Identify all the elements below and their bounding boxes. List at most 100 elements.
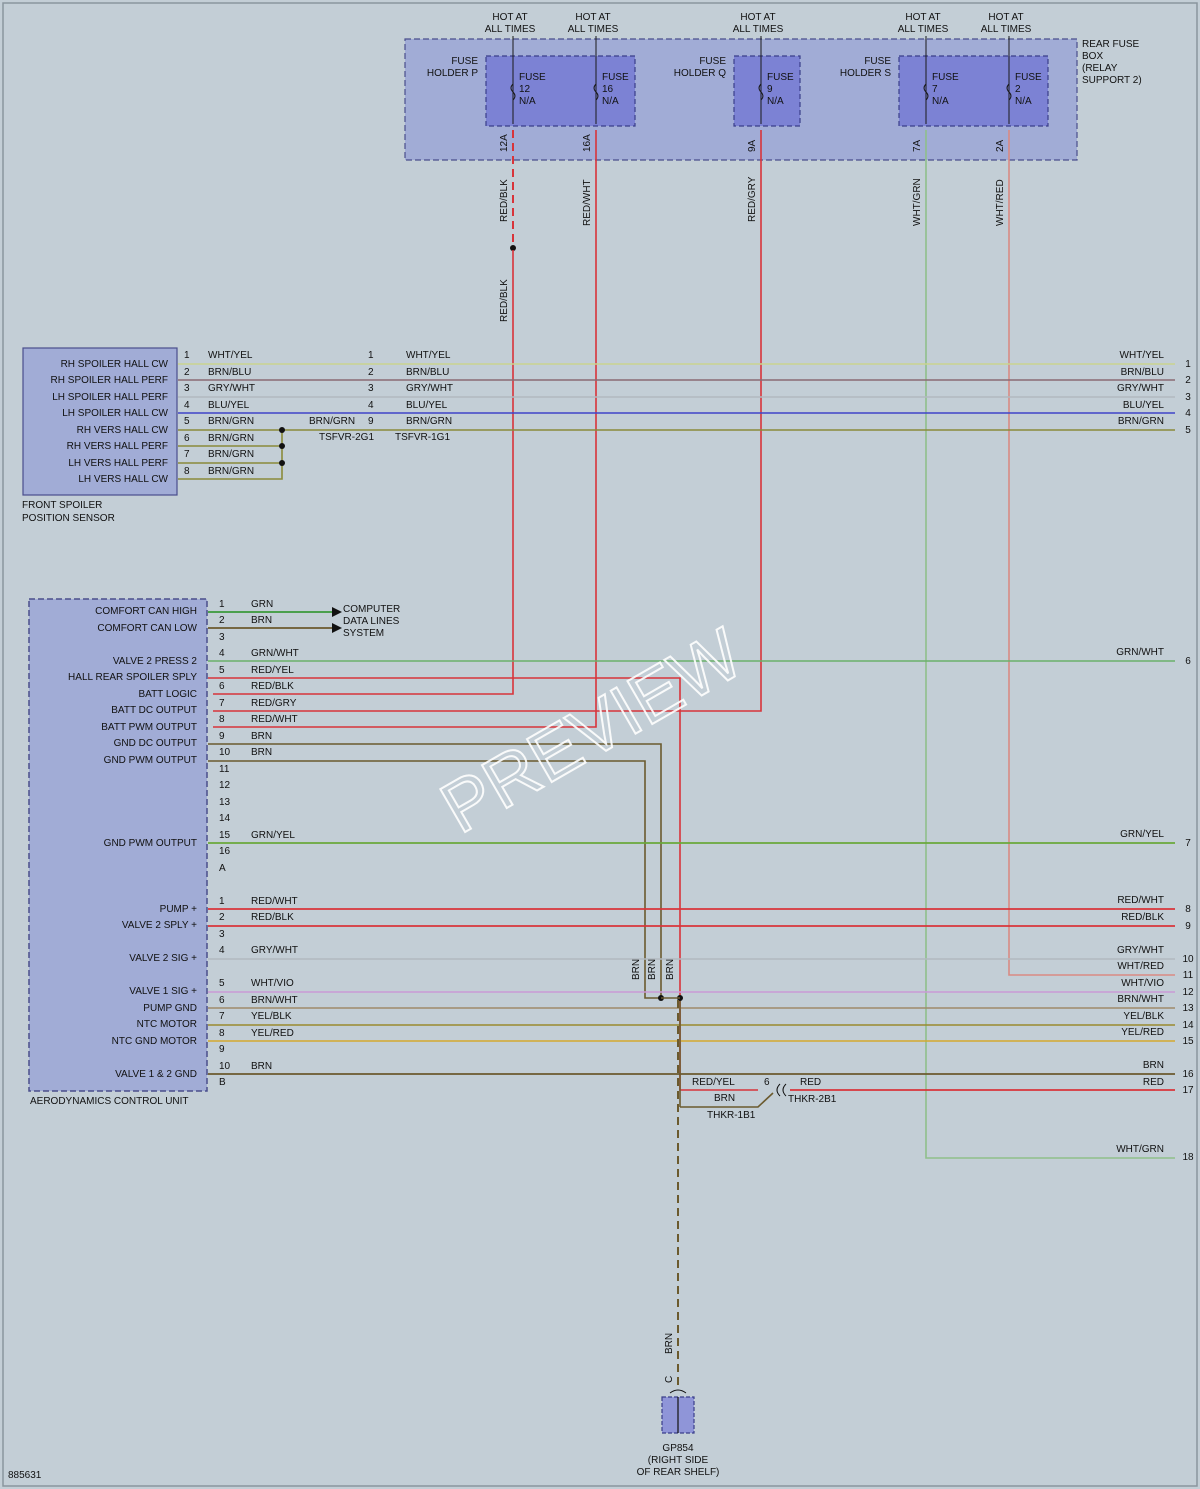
fuse-9-num: 9 xyxy=(767,84,773,95)
ecu-label-b8: NTC GND MOTOR xyxy=(112,1036,197,1047)
ecu-label-b10: VALVE 1 & 2 GND xyxy=(115,1069,197,1080)
thkr-1b1: THKR-1B1 xyxy=(707,1110,756,1121)
hot-label-2a: HOT AT xyxy=(575,12,610,23)
right-num-6: 6 xyxy=(1185,656,1191,667)
ecu-pin-a5: 5 xyxy=(219,665,225,676)
ecu-pin-a11: 11 xyxy=(219,764,230,775)
pin-7a: 7A xyxy=(912,139,923,152)
wire-wht-red-feed xyxy=(1008,130,1175,976)
wire-label-red-blk-lower: RED/BLK xyxy=(499,279,510,322)
sensor-name-2: POSITION SENSOR xyxy=(22,513,115,524)
pin-2a: 2A xyxy=(995,139,1006,152)
fuse-12-num: 12 xyxy=(519,84,531,95)
ecu-pin-a13: 13 xyxy=(219,797,231,808)
ecu-label-a6: BATT LOGIC xyxy=(138,689,197,700)
tsfvr-wire-5: BRN/GRN xyxy=(406,416,452,427)
holder-p-label-1: FUSE xyxy=(451,56,478,67)
right-wire-17: RED xyxy=(1143,1077,1164,1088)
ecu-wire-a4: GRN/WHT xyxy=(251,648,299,659)
fuse-12-rating: N/A xyxy=(519,96,536,107)
right-num-17: 17 xyxy=(1182,1085,1194,1096)
fuse-holder-s xyxy=(898,55,1049,127)
ecu-label-a1: COMFORT CAN HIGH xyxy=(95,606,197,617)
ecu-wires: COMPUTER DATA LINES SYSTEM RED/YEL 6 RED… xyxy=(208,604,1175,1121)
wire-red-gry-feed xyxy=(213,130,762,712)
ground-gp854: BRN BRN BRN BRN C GP854 (RIGHT SIDE OF R… xyxy=(631,959,719,1478)
ecu-label-a15: GND PWM OUTPUT xyxy=(104,838,197,849)
ecu-wire-a10: BRN xyxy=(251,747,272,758)
tsfvr-wire-2: BRN/BLU xyxy=(406,367,449,378)
right-num-14: 14 xyxy=(1182,1020,1194,1031)
holder-s-label-1: FUSE xyxy=(864,56,891,67)
ecu-name: AERODYNAMICS CONTROL UNIT xyxy=(30,1096,189,1107)
ecu-pin-b8: 8 xyxy=(219,1028,225,1039)
ground-wire-3: BRN xyxy=(665,959,676,980)
fuse-2-num: 2 xyxy=(1015,84,1021,95)
ecu-pin-b4: 4 xyxy=(219,945,225,956)
ecu-box xyxy=(28,598,208,1092)
fuse-12: FUSE 12 N/A xyxy=(510,36,546,124)
sensor-pin-2: 2 xyxy=(184,367,190,378)
connector-icon xyxy=(776,1083,787,1097)
ground-location-1: (RIGHT SIDE xyxy=(648,1455,709,1466)
hot-label-4b: ALL TIMES xyxy=(898,24,949,35)
ecu-wire-a9: BRN xyxy=(251,731,272,742)
fuse-box-label-1: REAR FUSE xyxy=(1082,39,1140,50)
ecu-conn-b: B xyxy=(219,1077,226,1088)
wire-brn-thkr xyxy=(680,1092,774,1108)
hot-label-3a: HOT AT xyxy=(740,12,775,23)
wire-label-wht-grn: WHT/GRN xyxy=(912,178,923,226)
fuse-7-name: FUSE xyxy=(932,72,959,83)
ecu-wire-a15: GRN/YEL xyxy=(251,830,295,841)
pin-12a: 12A xyxy=(499,134,510,152)
ecu-pin-a1: 1 xyxy=(219,599,225,610)
thkr-pin: 6 xyxy=(764,1077,770,1088)
rear-fuse-box: REAR FUSE BOX (RELAY SUPPORT 2) FUSE HOL… xyxy=(404,12,1142,161)
ecu-pin-a16: 16 xyxy=(219,846,231,857)
right-wire-5: BRN/GRN xyxy=(1118,416,1164,427)
ecu-label-a5: HALL REAR SPOILER SPLY xyxy=(68,672,197,683)
right-wire-4: BLU/YEL xyxy=(1123,400,1165,411)
ecu-wire-b2: RED/BLK xyxy=(251,912,294,923)
right-wire-14: YEL/BLK xyxy=(1123,1011,1164,1022)
right-num-9: 9 xyxy=(1185,921,1191,932)
right-wire-6: GRN/WHT xyxy=(1116,647,1164,658)
right-edge-top: WHT/YEL BRN/BLU GRY/WHT BLU/YEL BRN/GRN … xyxy=(1117,350,1191,436)
ecu-label-b5: VALVE 1 SIG + xyxy=(129,986,197,997)
sensor-label-5: RH VERS HALL CW xyxy=(77,425,169,436)
fuse-2-name: FUSE xyxy=(1015,72,1042,83)
fuse-symbol-icon xyxy=(510,83,516,101)
ecu-label-a4: VALVE 2 PRESS 2 xyxy=(113,656,198,667)
sensor-label-3: LH SPOILER HALL PERF xyxy=(52,392,168,403)
connector-icon xyxy=(669,1389,687,1394)
hot-label-5a: HOT AT xyxy=(988,12,1023,23)
wire-red-blk-feed xyxy=(213,250,514,695)
fuse-9-rating: N/A xyxy=(767,96,784,107)
sensor-pin-4: 4 xyxy=(184,400,190,411)
ecu-wire-b10: BRN xyxy=(251,1061,272,1072)
sensor-pin-6: 6 xyxy=(184,433,190,444)
ecu-wire-b6: BRN/WHT xyxy=(251,995,298,1006)
right-num-10: 10 xyxy=(1182,954,1194,965)
ecu-label-b6: PUMP GND xyxy=(143,1003,197,1014)
ecu-pin-a4: 4 xyxy=(219,648,225,659)
sensor-wire-4: BLU/YEL xyxy=(208,400,250,411)
splice-dot xyxy=(279,427,285,433)
wire-wht-grn-feed xyxy=(925,130,1175,1159)
wire-brn-a9 xyxy=(208,743,662,998)
tsfvr-pin-2: 2 xyxy=(368,367,374,378)
right-wire-9: RED/BLK xyxy=(1121,912,1164,923)
sensor-wire-8: BRN/GRN xyxy=(208,466,254,477)
ecu-pin-a2: 2 xyxy=(219,615,225,626)
ecu-wire-b5: WHT/VIO xyxy=(251,978,294,989)
sensor-label-8: LH VERS HALL CW xyxy=(78,474,168,485)
ecu-label-a8: BATT PWM OUTPUT xyxy=(101,722,197,733)
fuse-16-num: 16 xyxy=(602,84,614,95)
sensor-wire-7: BRN/GRN xyxy=(208,449,254,460)
ecu-label-b7: NTC MOTOR xyxy=(137,1019,197,1030)
fuse-7-num: 7 xyxy=(932,84,938,95)
sensor-pin-7: 7 xyxy=(184,449,190,460)
ecu-pin-a14: 14 xyxy=(219,813,231,824)
right-wire-3: GRY/WHT xyxy=(1117,383,1164,394)
